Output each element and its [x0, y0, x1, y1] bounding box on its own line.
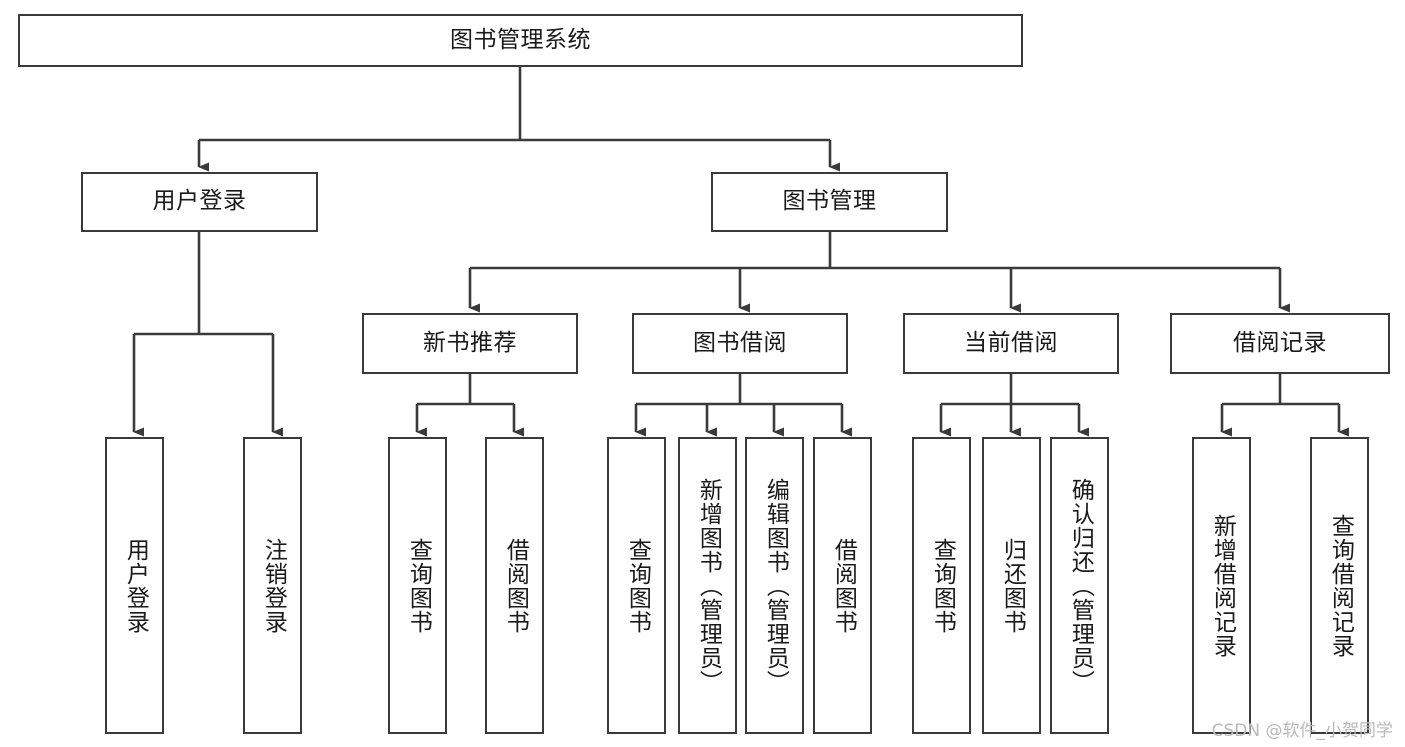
node-leaf-logout[interactable]: 注销登录 [243, 437, 302, 734]
node-new-book-recommendation[interactable]: 新书推荐 [362, 313, 578, 374]
node-leaf-query-borrow-record[interactable]: 查询借阅记录 [1310, 437, 1369, 734]
node-label: 借阅记录 [1233, 329, 1327, 356]
node-label: 查询图书 [624, 537, 651, 634]
node-leaf-add-borrow-record[interactable]: 新增借阅记录 [1192, 437, 1251, 734]
node-root-book-management-system[interactable]: 图书管理系统 [18, 14, 1023, 67]
node-label: 归还图书 [999, 537, 1026, 634]
node-current-borrowing[interactable]: 当前借阅 [903, 313, 1119, 374]
node-leaf-return-books[interactable]: 归还图书 [982, 437, 1041, 734]
node-label: 借阅图书 [830, 537, 857, 634]
node-label: 查询借阅记录 [1327, 513, 1354, 658]
node-leaf-borrow-books-recommend[interactable]: 借阅图书 [485, 437, 544, 734]
node-label: 图书管理 [782, 188, 877, 215]
node-label: 查询图书 [929, 537, 956, 634]
node-label: 用户登录 [152, 188, 247, 215]
node-leaf-user-login[interactable]: 用户登录 [105, 437, 164, 734]
node-label: 查询图书 [405, 537, 432, 634]
node-label: 图书借阅 [693, 329, 787, 356]
node-leaf-query-books-recommend[interactable]: 查询图书 [388, 437, 447, 734]
node-leaf-query-books-borrow[interactable]: 查询图书 [607, 437, 666, 734]
node-label: 新增借阅记录 [1209, 513, 1236, 658]
node-leaf-borrow-books[interactable]: 借阅图书 [813, 437, 872, 734]
node-label: 确认归还（管理员） [1067, 477, 1094, 694]
node-leaf-confirm-return-admin[interactable]: 确认归还（管理员） [1050, 437, 1109, 734]
node-leaf-add-book-admin[interactable]: 新增图书（管理员） [678, 437, 737, 734]
node-label: 注销登录 [260, 537, 287, 634]
node-label: 编辑图书（管理员） [762, 477, 789, 694]
node-leaf-query-books-current[interactable]: 查询图书 [912, 437, 971, 734]
node-label: 新增图书（管理员） [695, 477, 722, 694]
node-leaf-edit-book-admin[interactable]: 编辑图书（管理员） [745, 437, 804, 734]
node-label: 新书推荐 [423, 329, 517, 356]
node-book-borrowing[interactable]: 图书借阅 [632, 313, 848, 374]
node-user-login[interactable]: 用户登录 [81, 172, 318, 232]
node-label: 用户登录 [122, 537, 149, 634]
node-label: 当前借阅 [964, 329, 1058, 356]
node-label: 图书管理系统 [450, 26, 591, 53]
node-borrowing-records[interactable]: 借阅记录 [1170, 313, 1390, 374]
node-book-management[interactable]: 图书管理 [711, 172, 948, 232]
node-label: 借阅图书 [502, 537, 529, 634]
